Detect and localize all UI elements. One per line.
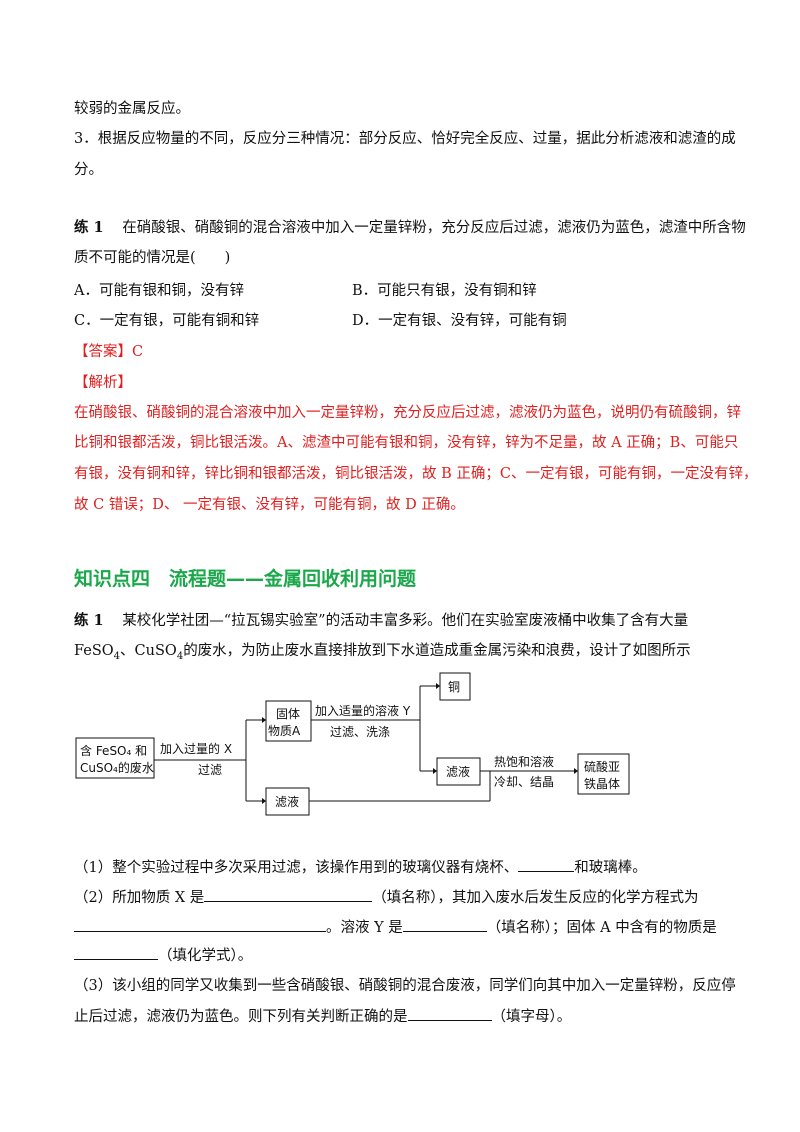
question-text: 在硝酸银、硝酸铜的混合溶液中加入一定量锌粉，充分反应后过滤，滤液仍为蓝色，滤渣中… bbox=[122, 220, 746, 236]
answer-blank[interactable] bbox=[204, 887, 373, 902]
text-line: 3．根据反应物量的不同，反应分三种情况：部分反应、恰好完全反应、过量，据此分析滤… bbox=[74, 131, 736, 147]
stem-text: 的废水，为防止废水直接排放到下水道造成重金属污染和浪费，设计了如图所示 bbox=[183, 643, 691, 659]
start-label: 含 FeSO₄ 和 bbox=[80, 743, 147, 758]
solid-a-box bbox=[265, 700, 312, 742]
subquestion-text: （1）整个实验过程中多次采用过滤，该操作用到的玻璃仪器有烧杯、 bbox=[74, 860, 519, 876]
subquestion-text: （填名称）；固体 A 中含有的物质是 bbox=[486, 920, 717, 936]
solid-a-label: 物质A bbox=[268, 724, 301, 738]
answer: 【答案】C bbox=[74, 344, 144, 360]
start-box bbox=[75, 737, 155, 779]
start-label: CuSO₄的废水 bbox=[80, 760, 154, 775]
subquestion-text: 和玻璃棒。 bbox=[574, 860, 647, 876]
product-label: 铁晶体 bbox=[584, 777, 620, 791]
subquestion-text: 止后过滤，滤液仍为蓝色。则下列有关判断正确的是 bbox=[74, 1009, 408, 1025]
option-d: D．一定有银、没有锌，可能有铜 bbox=[352, 313, 567, 329]
answer-blank[interactable] bbox=[407, 1006, 492, 1021]
subscript: 4 bbox=[176, 650, 184, 662]
question-stem-cont: 质不可能的情况是( ) bbox=[74, 250, 231, 266]
subquestion-2: （2）所加物质 X 是 （填名称），其加入废水后发生反应的化学方程式为 bbox=[74, 887, 699, 908]
formula-text: 、CuSO bbox=[120, 643, 177, 659]
subquestion-2-cont: （填化学式）。 bbox=[74, 945, 252, 966]
analysis-line: 比铜和银都活泼，铜比银活泼。A、滤渣中可能有银和铜，没有锌，锌为不足量，故 A … bbox=[74, 435, 739, 451]
solid-a-label: 固体 bbox=[276, 707, 300, 721]
section-heading: 知识点四 流程题——金属回收利用问题 bbox=[74, 568, 417, 590]
product-box bbox=[577, 753, 630, 795]
filtrate-lower-label: 滤液 bbox=[275, 794, 299, 809]
analysis-line: 有银，没有铜和锌，锌比铜和银都活泼，铜比银活泼，故 B 正确；C、一定有银，可能… bbox=[74, 466, 758, 482]
analysis-line: 故 C 错误；D、 一定有银、没有锌，可能有铜，故 D 正确。 bbox=[74, 497, 465, 513]
question-text: 某校化学社团—“拉瓦锡实验室”的活动丰富多彩。他们在实验室废液桶中收集了含有大量 bbox=[122, 613, 689, 629]
option-c: C．一定有银，可能有铜和锌 bbox=[74, 313, 260, 329]
question-label: 练 1 bbox=[74, 219, 104, 236]
product-label: 硫酸亚 bbox=[584, 759, 620, 774]
step2-label: 加入适量的溶液 Y bbox=[315, 703, 411, 718]
answer-blank[interactable] bbox=[74, 917, 326, 932]
step2-label: 过滤、洗涤 bbox=[330, 725, 390, 739]
flow-diagram: 含 FeSO₄ 和 CuSO₄的废水 加入过量的 X 过滤 固体 物质A 加入适… bbox=[75, 672, 630, 816]
text-line: 分。 bbox=[74, 162, 103, 178]
question-stem-cont: FeSO4、CuSO4的废水，为防止废水直接排放到下水道造成重金属污染和浪费，设… bbox=[74, 641, 691, 667]
step1-label: 过滤 bbox=[198, 763, 222, 777]
text-line: 较弱的金属反应。 bbox=[74, 101, 190, 117]
option-a: A．可能有银和铜，没有锌 bbox=[74, 283, 244, 299]
filtrate-upper-label: 滤液 bbox=[446, 764, 470, 779]
subquestion-text: 。溶液 Y 是 bbox=[326, 920, 403, 936]
subquestion-text: （填字母）。 bbox=[491, 1009, 572, 1025]
step3-label: 热饱和溶液 bbox=[494, 754, 554, 769]
answer-blank[interactable] bbox=[402, 917, 487, 932]
step3-label: 冷却、结晶 bbox=[494, 775, 554, 789]
subquestion-3: （3）该小组的同学又收集到一些含硝酸银、硝酸铜的混合废液，同学们向其中加入一定量… bbox=[74, 978, 736, 994]
subquestion-text: （2）所加物质 X 是 bbox=[74, 890, 205, 906]
subscript: 4 bbox=[113, 650, 121, 662]
subquestion-text: （填化学式）。 bbox=[158, 948, 253, 964]
formula-text: FeSO bbox=[74, 643, 114, 659]
copper-box bbox=[439, 672, 471, 701]
subquestion-2-cont: 。溶液 Y 是 （填名称）；固体 A 中含有的物质是 bbox=[74, 917, 717, 938]
question-stem: 练 1 在硝酸银、硝酸铜的混合溶液中加入一定量锌粉，充分反应后过滤，滤液仍为蓝色… bbox=[74, 218, 746, 238]
step1-label: 加入过量的 X bbox=[160, 741, 232, 756]
subquestion-text: （填名称），其加入废水后发生反应的化学方程式为 bbox=[372, 890, 699, 906]
answer-blank[interactable] bbox=[74, 945, 158, 960]
question-label: 练 1 bbox=[74, 612, 104, 629]
question-stem: 练 1 某校化学社团—“拉瓦锡实验室”的活动丰富多彩。他们在实验室废液桶中收集了… bbox=[74, 611, 688, 631]
subquestion-1: （1）整个实验过程中多次采用过滤，该操作用到的玻璃仪器有烧杯、 和玻璃棒。 bbox=[74, 857, 647, 878]
option-b: B．可能只有银，没有铜和锌 bbox=[352, 283, 537, 299]
analysis-line: 在硝酸银、硝酸铜的混合溶液中加入一定量锌粉，充分反应后过滤，滤液仍为蓝色，说明仍… bbox=[74, 405, 741, 421]
analysis-title: 【解析】 bbox=[74, 375, 132, 391]
subquestion-3-cont: 止后过滤，滤液仍为蓝色。则下列有关判断正确的是 （填字母）。 bbox=[74, 1006, 571, 1027]
answer-blank[interactable] bbox=[518, 857, 575, 872]
copper-label: 铜 bbox=[448, 679, 460, 694]
